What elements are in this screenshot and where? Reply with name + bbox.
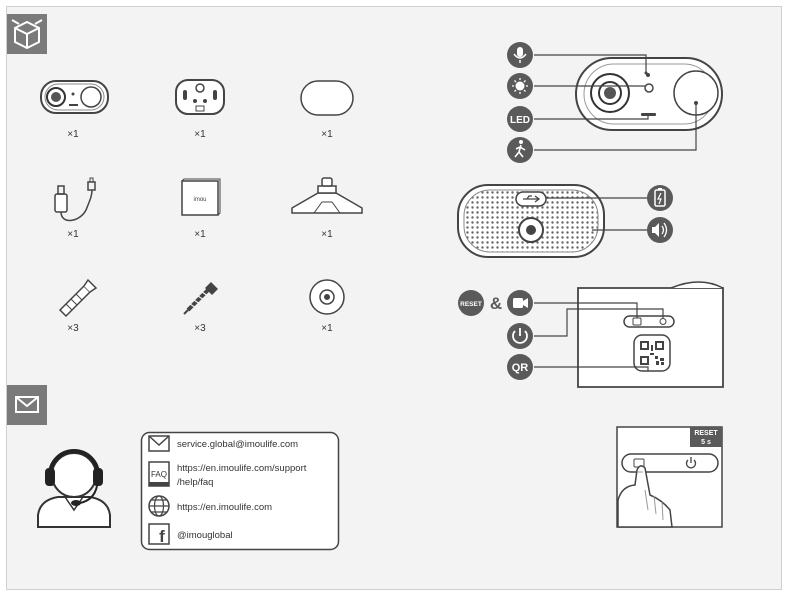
sticker-icon bbox=[300, 80, 354, 116]
facebook-handle[interactable]: @imouglobal bbox=[177, 530, 233, 541]
facebook-icon: f bbox=[148, 523, 170, 546]
faq-link-line1[interactable]: https://en.imoulife.com/support bbox=[177, 463, 307, 474]
qr-code-badge: QR bbox=[507, 354, 533, 380]
reset-label: RESET bbox=[460, 301, 482, 308]
speaker-icon bbox=[647, 217, 673, 243]
screws-qty: ×3 bbox=[194, 323, 206, 334]
contact-mail-icon bbox=[7, 385, 47, 425]
email-link[interactable]: service.global@imoulife.com bbox=[177, 439, 298, 450]
faq-link-line2[interactable]: /help/faq bbox=[177, 477, 213, 488]
reset-hold-diagram: RESET 5 s bbox=[616, 426, 723, 528]
screw-icon bbox=[183, 282, 218, 315]
ampersand: & bbox=[490, 294, 502, 313]
led-indicator-icon: LED bbox=[507, 106, 533, 132]
faq-badge-label: FAQ bbox=[151, 470, 167, 479]
camera-front-diagram bbox=[575, 57, 723, 131]
magnet-disc-icon bbox=[309, 279, 345, 315]
camera-item-icon bbox=[40, 80, 109, 114]
power-button-icon bbox=[507, 323, 533, 349]
reset-badge: RESET bbox=[458, 290, 484, 316]
pir-sensor-dot bbox=[694, 101, 698, 105]
usb-cable-icon bbox=[54, 177, 96, 222]
reset-hold-label: RESET bbox=[694, 430, 718, 437]
desk-stand-icon bbox=[291, 177, 363, 214]
mount-plate-qty: ×1 bbox=[194, 129, 206, 140]
camera-qty: ×1 bbox=[67, 129, 79, 140]
motion-sensor-icon bbox=[507, 137, 533, 163]
sticker-qty: ×1 bbox=[321, 129, 333, 140]
camera-top-diagram bbox=[577, 281, 724, 388]
support-agent-icon bbox=[37, 449, 111, 528]
magnet-qty: ×1 bbox=[321, 323, 333, 334]
microphone-icon bbox=[507, 42, 533, 68]
website-link[interactable]: https://en.imoulife.com bbox=[177, 502, 272, 513]
mic-dot bbox=[644, 71, 648, 75]
package-box-icon bbox=[7, 14, 47, 54]
usb-cable-qty: ×1 bbox=[67, 229, 79, 240]
guide-brand-label: imou bbox=[193, 197, 206, 203]
back-callout-lines bbox=[546, 197, 647, 231]
desk-stand-qty: ×1 bbox=[321, 229, 333, 240]
anchors-qty: ×3 bbox=[67, 323, 79, 334]
globe-icon bbox=[148, 495, 170, 517]
email-icon bbox=[148, 435, 170, 452]
front-callout-lines bbox=[534, 54, 697, 151]
quick-guide-qty: ×1 bbox=[194, 229, 206, 240]
wall-anchor-icon bbox=[58, 278, 98, 318]
camera-back-diagram bbox=[457, 184, 605, 258]
led-label: LED bbox=[510, 115, 530, 126]
faq-icon: FAQ bbox=[148, 461, 170, 487]
qr-label: QR bbox=[512, 362, 529, 374]
facebook-glyph: f bbox=[159, 527, 165, 546]
quick-guide-icon: imou bbox=[181, 178, 221, 216]
light-sensor-icon bbox=[507, 73, 533, 99]
record-button-icon bbox=[507, 290, 533, 316]
contact-box bbox=[140, 431, 340, 551]
reset-hold-duration: 5 s bbox=[701, 439, 711, 446]
mount-plate-icon bbox=[175, 79, 225, 115]
battery-icon bbox=[647, 185, 673, 211]
top-callout-lines bbox=[534, 302, 664, 371]
